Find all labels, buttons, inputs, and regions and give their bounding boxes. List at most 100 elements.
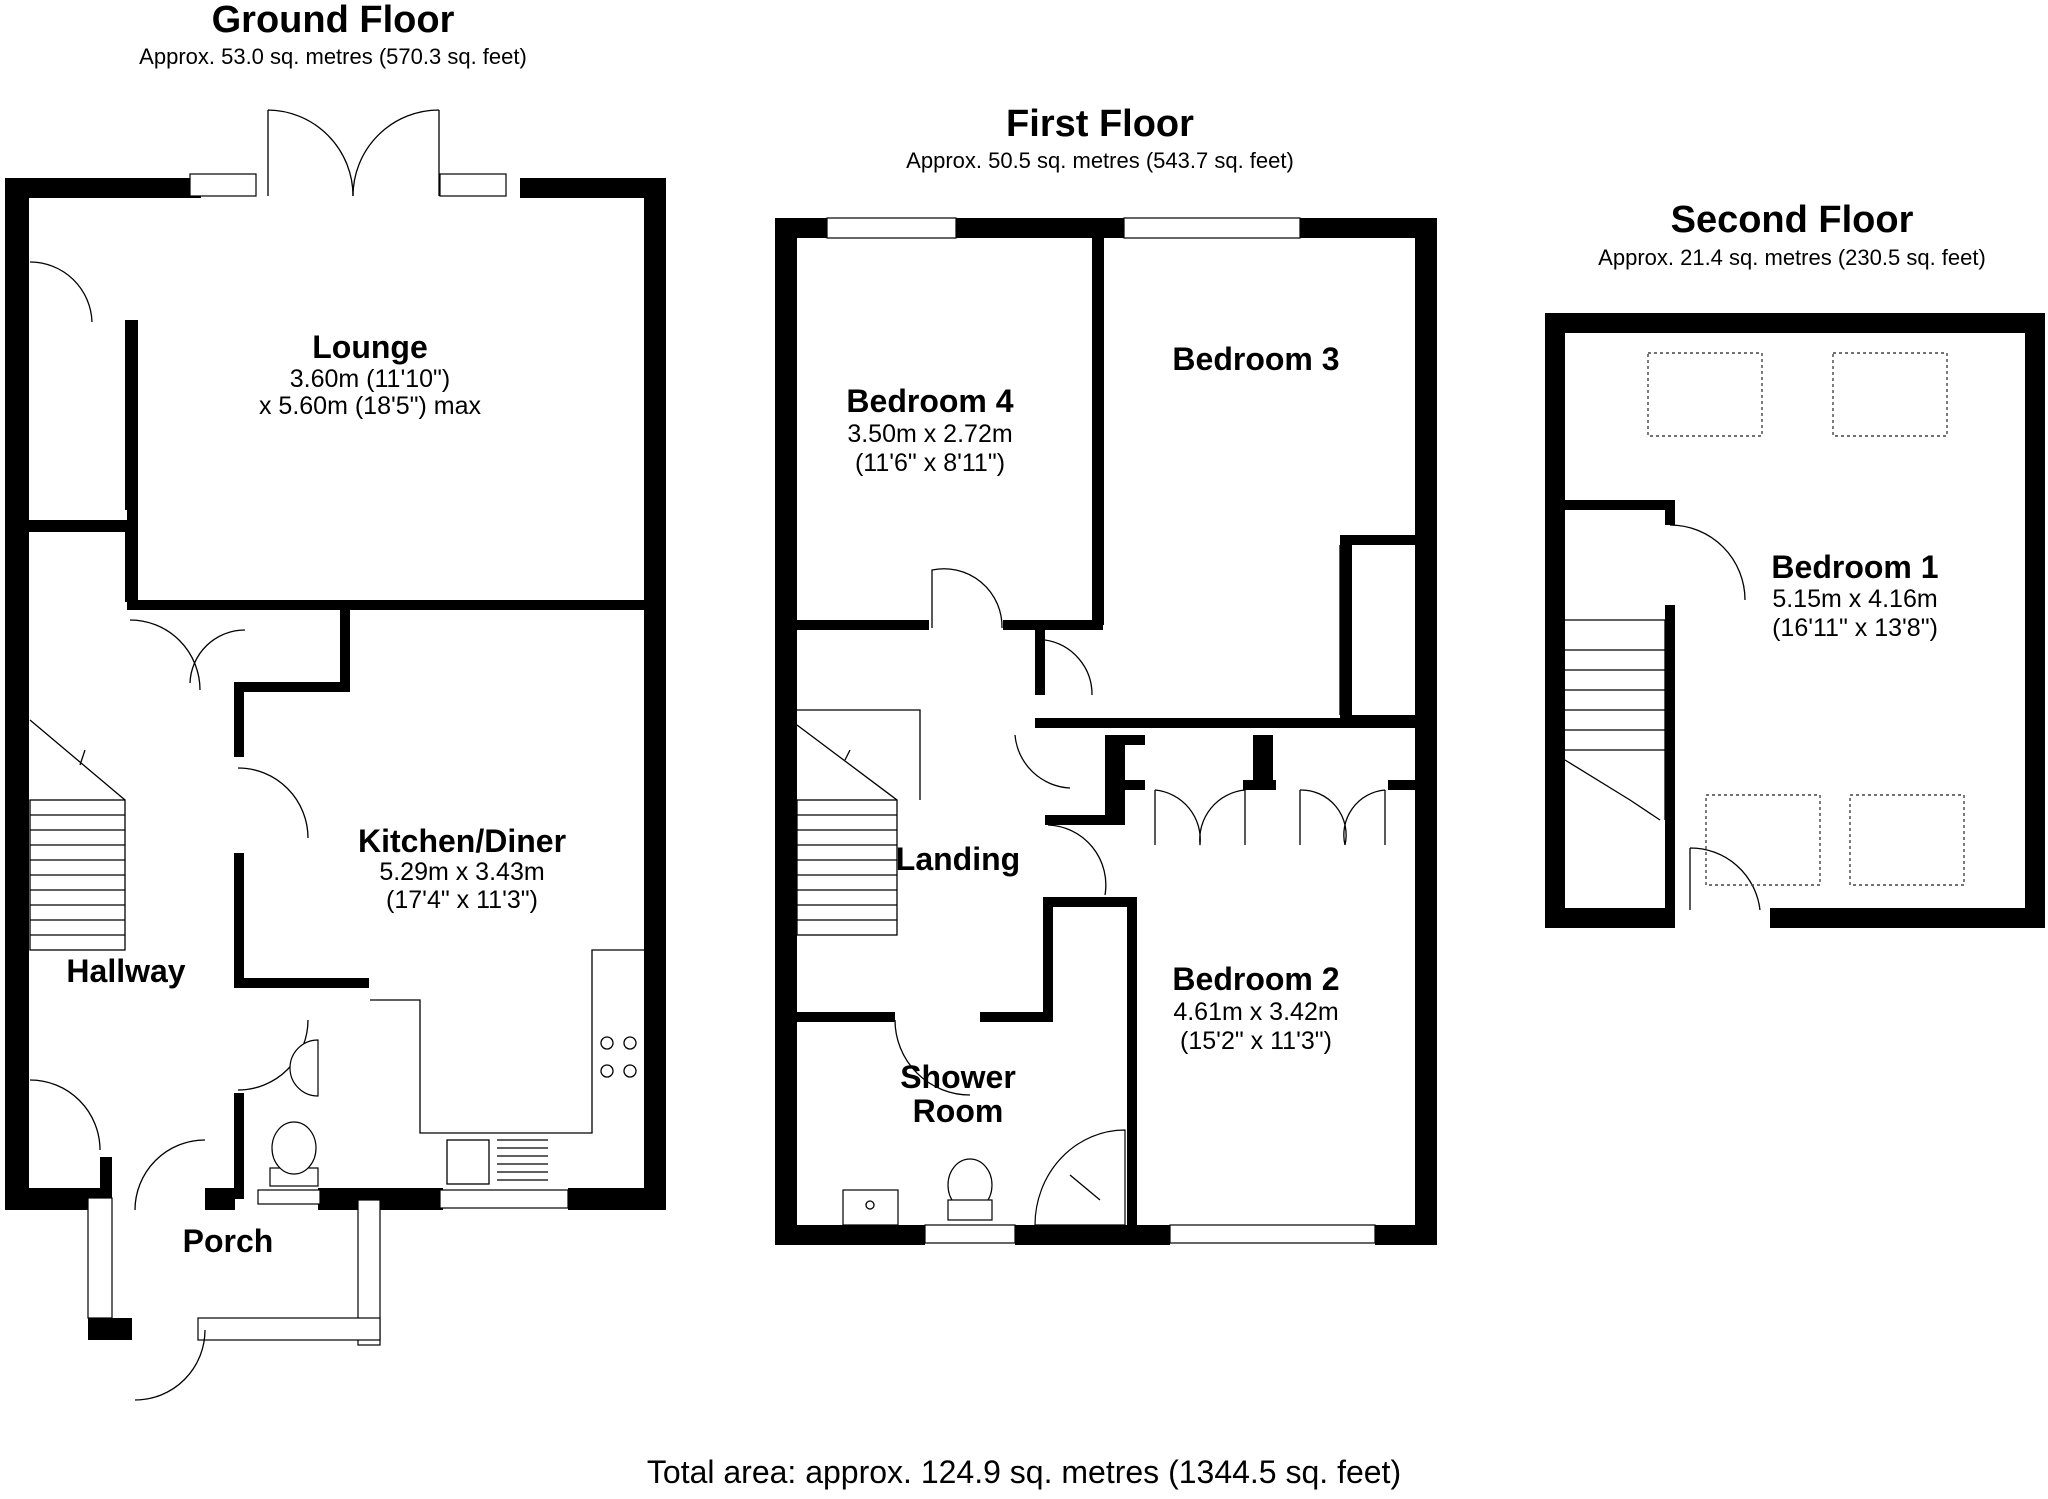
wall	[1043, 897, 1053, 1022]
wardrobe	[1154, 789, 1246, 846]
wall	[1665, 500, 1675, 525]
room-dim-lounge-2: x 5.60m (18'5") max	[259, 392, 482, 420]
door	[29, 1079, 101, 1151]
hob	[600, 1036, 637, 1078]
kitchen-sink	[446, 1139, 548, 1185]
skylight	[1849, 794, 1965, 886]
room-name-shower-room-2: Room	[913, 1093, 1004, 1129]
room-dim-bedroom-2-2: (15'2" x 11'3")	[1180, 1027, 1332, 1055]
wall	[1565, 500, 1670, 510]
first-floor-area: Approx. 50.5 sq. metres (543.7 sq. feet)	[906, 148, 1294, 173]
wall	[234, 1093, 244, 1199]
window	[257, 1189, 321, 1205]
room-dim-kitchen-1: 5.29m x 3.43m	[379, 858, 544, 886]
door	[1044, 639, 1093, 696]
skylight	[1647, 352, 1763, 437]
room-dim-bedroom-1-1: 5.15m x 4.16m	[1772, 585, 1937, 613]
wall	[100, 1157, 112, 1199]
wall	[5, 178, 201, 198]
room-dim-bedroom-1-2: (16'11" x 13'8")	[1772, 614, 1938, 642]
wall	[1375, 1225, 1437, 1245]
door	[134, 1139, 206, 1401]
wall	[1045, 718, 1437, 728]
room-dim-bedroom-4-1: 3.50m x 2.72m	[847, 420, 1012, 448]
wall	[1127, 897, 1137, 1235]
window	[357, 1199, 381, 1346]
wall	[125, 320, 137, 510]
wall	[520, 178, 664, 198]
room-name-bedroom-2: Bedroom 2	[1172, 961, 1339, 997]
window	[1169, 1224, 1376, 1244]
wall	[1545, 313, 1565, 928]
wall	[1770, 908, 2045, 928]
wall	[1003, 620, 1103, 630]
room-dim-lounge-1: 3.60m (11'10")	[290, 365, 451, 393]
wall	[956, 218, 1124, 238]
door	[1689, 847, 1761, 911]
wall	[1340, 535, 1352, 725]
staircase	[29, 719, 126, 951]
room-name-bedroom-1: Bedroom 1	[1771, 549, 1938, 585]
wall	[795, 620, 929, 630]
room-name-landing: Landing	[896, 841, 1020, 877]
wall	[234, 682, 244, 757]
door	[1014, 734, 1071, 789]
skylight	[1832, 352, 1948, 437]
window	[439, 173, 507, 197]
room-name-bedroom-3: Bedroom 3	[1172, 341, 1339, 377]
wc	[947, 1158, 993, 1221]
door	[237, 767, 309, 839]
room-name-porch: Porch	[183, 1223, 274, 1259]
wall	[1300, 218, 1435, 238]
wall	[795, 1012, 895, 1022]
wall	[1105, 735, 1125, 825]
wall	[1125, 780, 1145, 790]
window	[1123, 217, 1301, 239]
wall	[1035, 718, 1045, 728]
wall	[5, 1188, 110, 1210]
wall	[775, 218, 797, 1245]
wall	[644, 178, 666, 1210]
wall	[234, 853, 244, 978]
room-name-shower-room-1: Shower	[900, 1059, 1016, 1095]
wall	[238, 682, 350, 692]
staircase	[796, 709, 921, 936]
room-name-lounge: Lounge	[312, 329, 428, 365]
shower-tray	[1034, 1129, 1126, 1226]
first-floor-plan	[775, 217, 1437, 1245]
door	[189, 629, 246, 684]
wall	[1388, 780, 1415, 790]
door	[267, 109, 354, 197]
window	[439, 1189, 569, 1209]
wall	[568, 1188, 666, 1210]
wall	[205, 1188, 235, 1210]
wall	[980, 1012, 1053, 1022]
wardrobe	[1299, 789, 1386, 846]
room-name-hallway: Hallway	[66, 953, 185, 989]
total-area: Total area: approx. 124.9 sq. metres (13…	[647, 1454, 1401, 1490]
door	[29, 261, 93, 323]
second-floor-area: Approx. 21.4 sq. metres (230.5 sq. feet)	[1598, 245, 1986, 270]
wall	[1545, 313, 2045, 333]
wall	[2025, 313, 2045, 928]
room-dim-bedroom-2-1: 4.61m x 3.42m	[1173, 998, 1338, 1026]
wall	[125, 520, 137, 602]
second-floor-plan	[1545, 313, 2045, 928]
wall	[127, 600, 666, 610]
room-dim-bedroom-4-2: (11'6" x 8'11")	[855, 449, 1005, 477]
window	[197, 1317, 381, 1341]
room-name-bedroom-4: Bedroom 4	[846, 383, 1013, 419]
wall	[1340, 535, 1415, 545]
wall	[1125, 735, 1145, 745]
wall	[1092, 230, 1104, 625]
ground-floor-plan	[5, 109, 666, 1401]
wall	[1665, 605, 1675, 925]
door	[352, 109, 440, 197]
wall	[234, 978, 369, 988]
wall	[340, 600, 350, 690]
wall	[5, 520, 135, 532]
window	[924, 1224, 1016, 1244]
wall	[1015, 1225, 1170, 1245]
